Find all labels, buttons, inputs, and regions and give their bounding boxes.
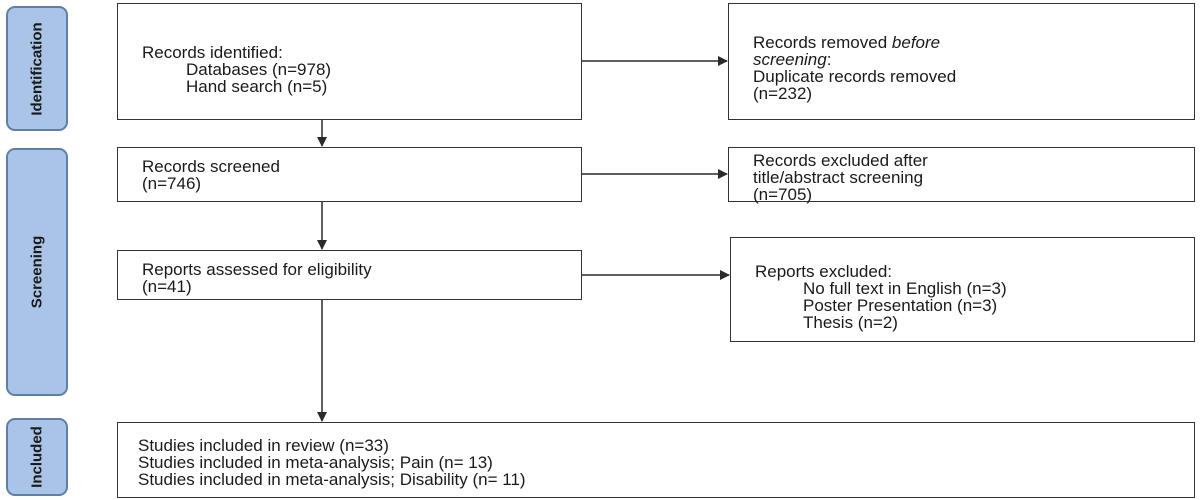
records-removed-box: Records removed before screening: Duplic… <box>728 3 1195 120</box>
records-excluded-box: Records excluded after title/abstract sc… <box>728 147 1195 204</box>
records-removed-line4: (n=232) <box>753 84 813 103</box>
phase-identification: Identification <box>6 6 68 131</box>
records-screened-line1: Records screened <box>142 157 280 176</box>
reports-assessed-line1: Reports assessed for eligibility <box>142 260 372 279</box>
records-removed-text: Records removed <box>753 33 888 52</box>
records-removed-line1: Records removed before <box>753 34 1194 51</box>
records-removed-before: before <box>891 33 941 52</box>
records-removed-screening: screening <box>753 50 827 69</box>
records-identified-databases: Databases (n=978) <box>186 60 332 79</box>
records-removed-line3: Duplicate records removed <box>753 67 957 86</box>
reports-excluded-no-english: No full text in English (n=3) <box>803 279 1007 298</box>
studies-included-disability: Studies included in meta-analysis; Disab… <box>138 470 526 489</box>
records-removed-line2: screening: <box>753 51 1194 68</box>
reports-excluded-box: Reports excluded: No full text in Englis… <box>730 237 1195 342</box>
records-identified-box: Records identified: Databases (n=978) Ha… <box>117 3 582 120</box>
reports-excluded-title: Reports excluded: <box>755 262 893 281</box>
studies-included-box: Studies included in review (n=33) Studie… <box>117 422 1195 498</box>
records-excluded-line2: title/abstract screening <box>753 168 924 187</box>
reports-excluded-poster: Poster Presentation (n=3) <box>803 296 998 315</box>
records-removed-colon: : <box>826 50 832 69</box>
records-identified-title: Records identified: <box>142 43 283 62</box>
reports-excluded-thesis: Thesis (n=2) <box>803 313 898 332</box>
phase-included: Included <box>6 418 68 496</box>
studies-included-review: Studies included in review (n=33) <box>138 436 389 455</box>
studies-included-pain: Studies included in meta-analysis; Pain … <box>138 453 493 472</box>
records-identified-hand-search: Hand search (n=5) <box>186 77 328 96</box>
records-excluded-line3: (n=705) <box>753 185 813 204</box>
phase-screening: Screening <box>6 148 68 396</box>
records-excluded-line1: Records excluded after <box>753 151 928 170</box>
reports-assessed-box: Reports assessed for eligibility (n=41) <box>117 250 582 300</box>
reports-assessed-line2: (n=41) <box>142 277 192 296</box>
records-screened-line2: (n=746) <box>142 174 202 193</box>
records-screened-box: Records screened (n=746) <box>117 147 582 202</box>
